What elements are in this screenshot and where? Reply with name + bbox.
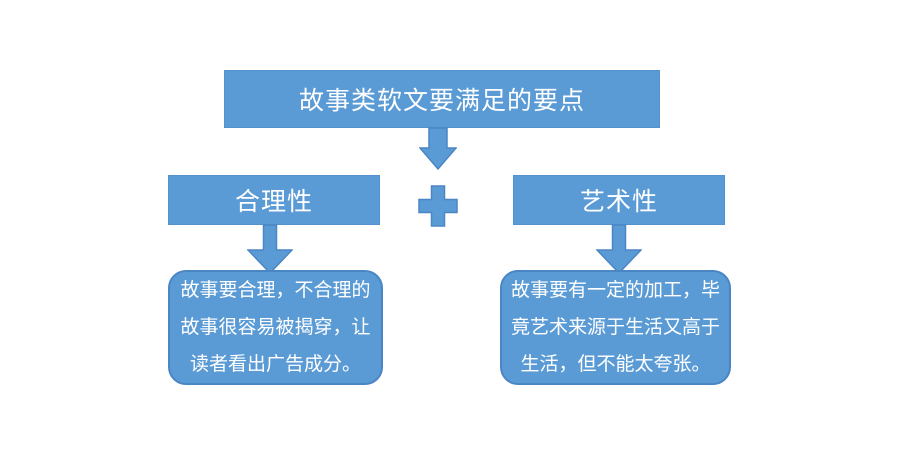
- description-line: 生活，但不能太夸张。: [520, 354, 711, 375]
- description-line: 读者看出广告成分。: [189, 354, 361, 375]
- description-line: 竟艺术来源于生活又高于: [510, 317, 720, 338]
- description-line: 故事要合理，不合理的: [180, 280, 371, 301]
- description-line: 故事要有一定的加工，毕: [510, 280, 720, 301]
- branch-label: 合理性: [234, 188, 313, 216]
- branch-box-rationality: 合理性: [168, 175, 380, 225]
- title-text: 故事类软文要满足的要点: [298, 87, 585, 115]
- branch-label: 艺术性: [579, 188, 658, 216]
- description-box-artistry: 故事要有一定的加工，毕 竟艺术来源于生活又高于 生活，但不能太夸张。: [500, 270, 731, 385]
- branch-box-artistry: 艺术性: [513, 175, 725, 225]
- description-line: 故事很容易被揭穿，让: [180, 317, 371, 338]
- title-box: 故事类软文要满足的要点: [224, 70, 660, 128]
- description-box-rationality: 故事要合理，不合理的 故事很容易被揭穿，让 读者看出广告成分。: [168, 270, 383, 385]
- down-arrow-icon: [247, 224, 293, 274]
- plus-icon: [418, 185, 458, 227]
- down-arrow-icon: [419, 127, 457, 171]
- down-arrow-icon: [596, 224, 642, 274]
